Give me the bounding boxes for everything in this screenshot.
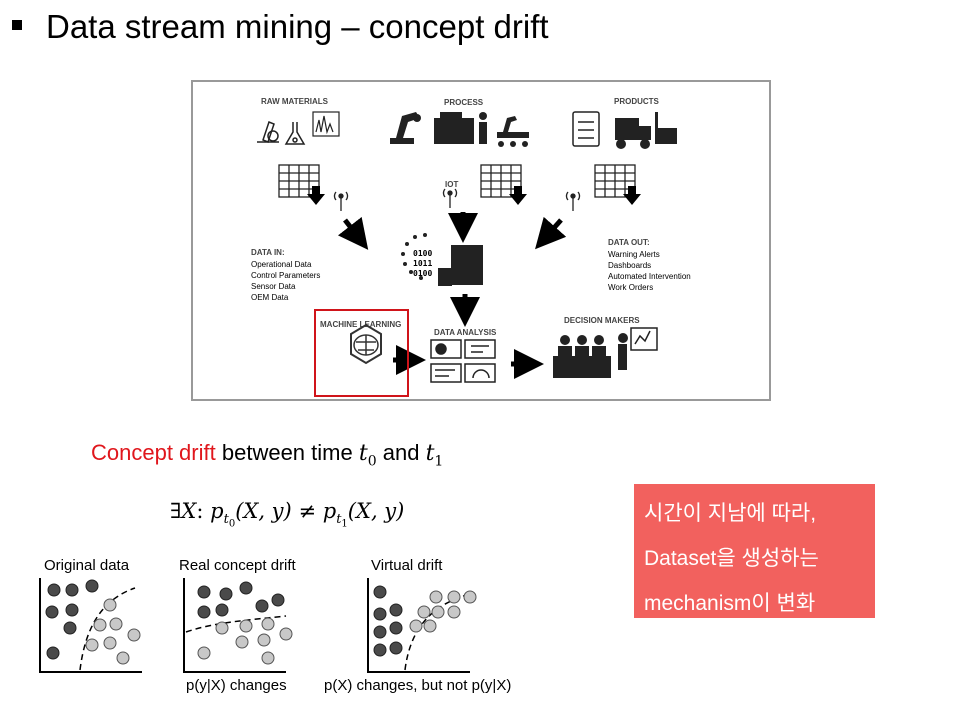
real-drift-caption: p(y|X) changes: [186, 677, 287, 694]
virtual-drift-caption: p(X) changes, but not p(y|X): [324, 677, 512, 694]
iot-label: IOT: [445, 180, 459, 189]
binary-data: 0100 1011 0100: [413, 249, 433, 278]
assembly-robots-icon: [497, 116, 529, 147]
original-class-a: [45, 579, 99, 660]
spectrum-chart-icon: [312, 111, 340, 137]
real-axes: [183, 578, 286, 673]
antenna-icons: [333, 188, 581, 211]
concept-drift-term: Concept drift: [91, 440, 216, 465]
real-class-b: [197, 617, 293, 665]
machine-learning-highlight: [314, 309, 409, 397]
decision-makers-icon: [553, 333, 628, 378]
machine-worker-icon: [434, 112, 487, 144]
t1-symbol: t1: [425, 441, 444, 470]
raw-materials-label: RAW MATERIALS: [261, 97, 328, 106]
brain-icon: [350, 323, 382, 365]
real-drift-title: Real concept drift: [179, 557, 296, 574]
between-time-text: between time: [221, 440, 353, 465]
data-in-list: Operational Data Control Parameters Sens…: [251, 260, 321, 302]
products-label: PRODUCTS: [614, 97, 659, 106]
t0-symbol: t0: [358, 441, 377, 470]
checklist-icon: [572, 111, 600, 147]
microscope-icon: [257, 121, 279, 143]
drift-formula: ∃X: pt0(X, y) ≠ pt1(X, y): [170, 499, 405, 530]
callout-line-2: Dataset을 생성하는: [644, 547, 819, 570]
korean-callout-box: 시간이 지남에 따라, Dataset을 생성하는 mechanism이 변화: [634, 484, 875, 618]
presentation-board-icon: [630, 327, 658, 351]
data-in-title: DATA IN:: [251, 248, 285, 257]
original-data-plot: [39, 578, 142, 673]
data-dots: [401, 233, 427, 280]
slide-title: Data stream mining – concept drift: [46, 8, 549, 45]
drift-illustrations: [39, 578, 477, 673]
real-drift-plot: [183, 578, 293, 673]
title-bullet: [12, 20, 22, 30]
process-label: PROCESS: [444, 98, 484, 107]
real-class-a: [197, 581, 285, 619]
virtual-axes: [367, 578, 470, 673]
and-text: and: [382, 440, 420, 465]
data-out-list: Warning Alerts Dashboards Automated Inte…: [608, 250, 691, 292]
data-analysis-label: DATA ANALYSIS: [434, 328, 497, 337]
real-boundary: [185, 615, 287, 633]
spreadsheet-icons: [278, 164, 636, 198]
virtual-drift-title: Virtual drift: [371, 557, 443, 574]
concept-drift-statement: Concept drift between time t0 and t1: [91, 440, 443, 469]
callout-line-3: mechanism이 변화: [644, 592, 816, 615]
virtual-class-a: [373, 585, 403, 657]
iot-ml-diagram: RAW MATERIALS PROCESS PRODUCTS IOT DATA …: [191, 80, 771, 401]
forklift-icon: [615, 112, 677, 149]
data-out-title: DATA OUT:: [608, 238, 650, 247]
virtual-class-b: [409, 590, 477, 633]
decision-makers-label: DECISION MAKERS: [564, 316, 640, 325]
diagram-icons: [257, 111, 677, 383]
dashboard-icons: [430, 339, 496, 383]
virtual-drift-plot: [367, 578, 477, 673]
flask-icon: [284, 122, 306, 145]
server-icon: [438, 245, 483, 286]
original-data-title: Original data: [44, 557, 130, 574]
original-boundary: [79, 587, 136, 671]
original-axes: [39, 578, 142, 673]
robot-arm-icon: [390, 112, 421, 144]
original-class-b: [85, 598, 141, 665]
callout-line-1: 시간이 지남에 따라,: [644, 502, 817, 525]
machine-learning-label: MACHINE LEARNING: [320, 320, 402, 329]
download-arrows: [307, 186, 641, 205]
